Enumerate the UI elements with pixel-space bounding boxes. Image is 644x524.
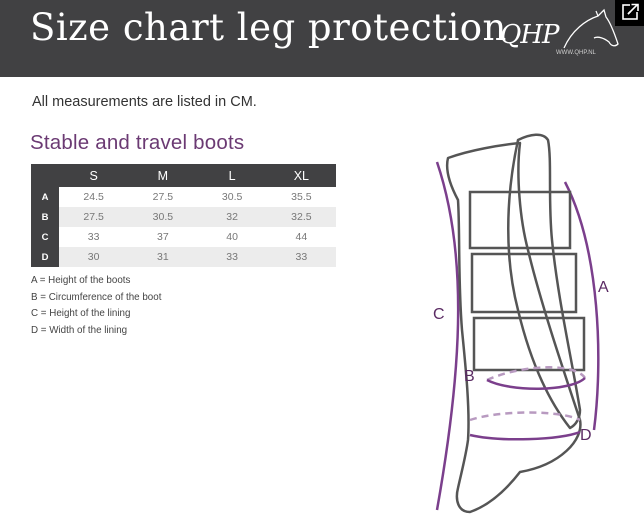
size-table: S M L XL A 24.5 27.5 30.5 35.5 B 27.5 30…	[31, 164, 336, 267]
measure-line-d	[469, 430, 581, 441]
table-cell: 33	[266, 247, 336, 267]
table-cell: 30.5	[221, 191, 243, 203]
column-header: L	[197, 164, 267, 187]
legend-item: A = Height of the boots	[31, 275, 131, 286]
strap	[472, 316, 586, 372]
table-cell: 27.5	[59, 207, 129, 227]
column-header: XL	[266, 164, 336, 187]
table-cell: 33	[197, 247, 267, 267]
table-cell: 30	[59, 247, 129, 267]
expand-button[interactable]	[615, 0, 644, 26]
measure-line-b	[486, 377, 586, 390]
table-cell: 37	[157, 231, 169, 243]
column-header: S	[59, 164, 129, 187]
measure-line-c	[435, 161, 460, 511]
table-row: A 24.5 27.5 30.5 35.5	[31, 187, 336, 207]
qhp-logo: QHP WWW.QHP.NL	[494, 8, 622, 64]
intro-text: All measurements are listed in CM.	[32, 94, 257, 110]
table-cell: 32	[197, 207, 267, 227]
table-cell: 27.5	[152, 191, 174, 203]
table-cell: 44	[295, 231, 308, 243]
measure-line-a	[563, 181, 600, 431]
horse-head-logo-icon	[563, 8, 619, 49]
boot-diagram: A B C D	[433, 133, 609, 514]
table-cell: 24.5	[83, 191, 104, 203]
boot-front-lining	[507, 133, 582, 430]
table-row: B 27.5 30.5 32 32.5	[31, 207, 336, 227]
label-a: A	[598, 279, 609, 296]
table-header-row: S M L XL	[31, 164, 336, 187]
header-banner: Size chart leg protection QHP WWW.QHP.NL	[0, 0, 644, 77]
table-row: D 30 31 33 33	[31, 247, 336, 267]
table-corner	[31, 164, 59, 187]
strap	[468, 190, 572, 250]
strap	[470, 252, 578, 314]
section-title: Stable and travel boots	[30, 131, 245, 154]
table-cell: 40	[226, 231, 238, 243]
legend-item: B = Circumference of the boot	[31, 291, 162, 303]
measure-b-back	[486, 366, 587, 382]
label-c: C	[433, 306, 445, 323]
table-cell: 32.5	[266, 207, 336, 227]
row-label: D	[31, 247, 59, 267]
table-cell: 35.5	[291, 191, 312, 203]
row-label: B	[31, 207, 59, 227]
measurement-legend: A = Height of the boots B = Circumferenc…	[31, 273, 161, 339]
label-b: B	[464, 368, 475, 385]
page-title: Size chart leg protection	[30, 6, 507, 49]
boot-outline	[445, 141, 582, 514]
table-cell: 30.5	[128, 207, 198, 227]
column-header: M	[128, 164, 198, 187]
table-cell: 33	[87, 231, 100, 243]
legend-item: D = Width of the lining	[31, 324, 128, 336]
table-cell: 31	[128, 247, 198, 267]
expand-icon	[622, 3, 639, 20]
row-label: A	[31, 187, 59, 207]
logo-text: QHP	[500, 20, 559, 50]
logo-url: WWW.QHP.NL	[556, 50, 596, 56]
legend-item: C = Height of the lining	[31, 308, 131, 319]
row-label: C	[31, 227, 59, 247]
table-row: C 33 37 40 44	[31, 227, 336, 247]
label-d: D	[580, 427, 592, 444]
